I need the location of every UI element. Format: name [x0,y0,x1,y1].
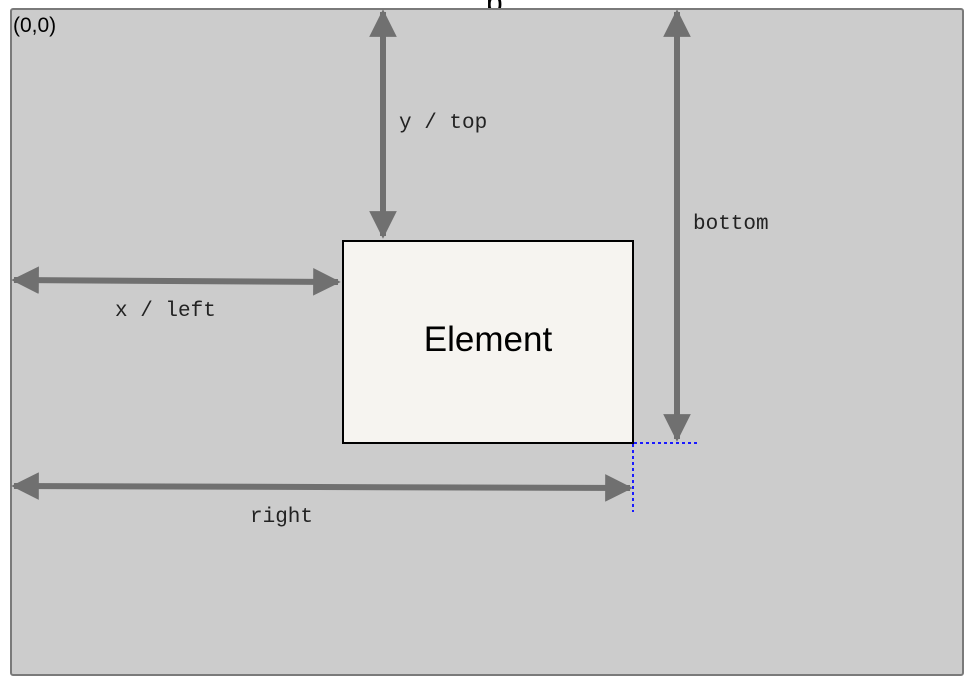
left-arrow [11,266,341,296]
right-arrow [11,472,633,502]
left-label: x / left [115,300,216,323]
bottom-label: bottom [693,213,769,236]
right-label: right [250,506,314,529]
element-label: Element [423,320,553,359]
top-label: y / top [399,112,488,135]
element-box: Element [342,240,634,444]
origin-label: (0,0) [13,14,57,37]
